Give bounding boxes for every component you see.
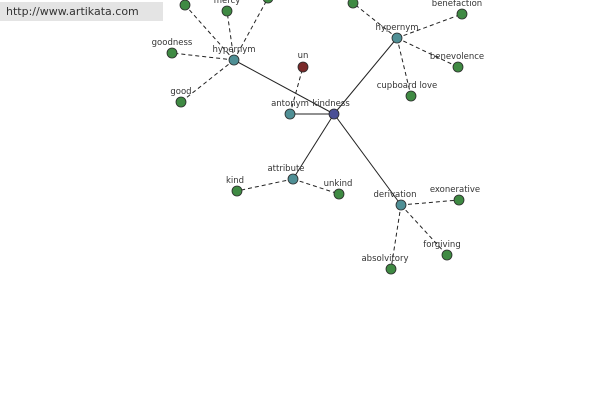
node-h2top1-icon[interactable] [347,0,359,9]
graph-labels: kindness hypernym hypernym antonym attribute… [152,0,485,264]
edge-kindness-hypernym1 [233,59,335,115]
node-absolvitory-icon[interactable] [385,263,397,275]
node-label-good: good [170,87,191,97]
node-label-mercy: mercy [214,0,241,6]
edge-hypernym1-goodness [171,52,235,61]
node-label-antonym: antonym [271,99,309,109]
edge-derivation-absolvitory [390,204,402,270]
edge-hypernym1-h1top1 [184,4,235,61]
node-label-hypernym2: hypernym [375,23,418,33]
node-label-derivation: derivation [373,190,416,200]
edge-hypernym1-good [180,59,235,103]
edge-attribute-kind [236,178,294,192]
node-h1top2-icon[interactable] [262,0,274,4]
node-benevolence-icon[interactable] [452,61,464,73]
edge-hypernym2-benevolence [396,37,459,68]
node-label-attribute: attribute [267,164,304,174]
node-mercy-icon[interactable] [221,5,233,17]
site-url-link[interactable]: http://www.artikata.com [0,2,163,21]
edge-hypernym1-mercy [226,10,235,61]
graph-edges [171,0,463,270]
node-label-goodness: goodness [152,38,193,48]
node-label-kindness: kindness [312,99,350,109]
edge-hypernym2-benefaction [396,13,463,39]
node-label-unkind: unkind [324,179,353,189]
node-cupboard-icon[interactable] [405,90,417,102]
node-exonerative-icon[interactable] [453,194,465,206]
node-label-un: un [298,51,309,61]
node-good-icon[interactable] [175,96,187,108]
edge-kindness-hypernym2 [333,37,398,115]
edge-derivation-forgiving [400,204,448,256]
node-label-kind: kind [226,176,244,186]
node-derivation-icon[interactable] [395,199,407,211]
node-label-hypernym1: hypernym [212,45,255,55]
node-kind-icon[interactable] [231,185,243,197]
edge-kindness-derivation [333,113,402,206]
node-label-exonerative: exonerative [430,185,480,195]
edge-hypernym2-h2top1 [352,2,398,39]
node-unkind-icon[interactable] [333,188,345,200]
node-hypernym1-icon[interactable] [228,54,240,66]
node-attribute-icon[interactable] [287,173,299,185]
node-kindness-icon[interactable] [328,108,340,120]
edge-hypernym2-cupboard [396,37,412,97]
node-label-benevolence: benevolence [430,52,484,62]
node-forgiving-icon[interactable] [441,249,453,261]
edge-attribute-unkind [292,178,340,195]
node-label-benefaction: benefaction [432,0,482,9]
node-label-absolvitory: absolvitory [361,254,408,264]
node-label-cupboard: cupboard love [377,81,438,91]
edge-derivation-exonerative [400,199,460,206]
graph-nodes [166,0,468,275]
node-goodness-icon[interactable] [166,47,178,59]
edge-antonym-un [289,66,304,115]
node-benefaction-icon[interactable] [456,8,468,20]
node-hypernym2-icon[interactable] [391,32,403,44]
edge-hypernym1-h1top2 [233,0,268,61]
node-label-forgiving: forgiving [423,240,460,250]
node-un-icon[interactable] [297,61,309,73]
node-h1top1-icon[interactable] [179,0,191,11]
edge-kindness-attribute [292,113,335,180]
node-antonym-icon[interactable] [284,108,296,120]
